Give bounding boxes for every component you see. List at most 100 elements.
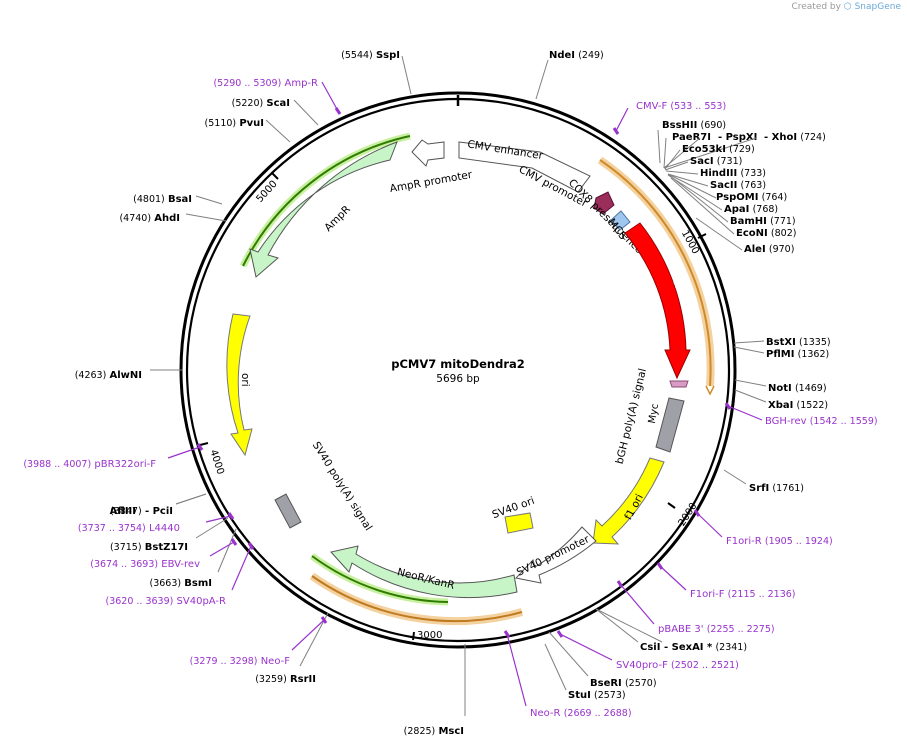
enzyme-label: (2825) MscI [404,726,464,737]
site-name: SspI [376,50,400,61]
site-pvui[interactable]: (5110) PvuI [205,118,291,143]
feature-label-bgh: bGH poly(A) signal [614,367,649,465]
site-saci[interactable]: SacI (731) [664,156,742,171]
enzyme-label: PaeR7I [672,132,711,143]
site-pbabe-3[interactable]: pBABE 3' (2255 .. 2275) [616,580,775,635]
site-name: SV40pA-R [177,596,226,607]
feature-cox8[interactable] [593,191,615,215]
site-neo-r[interactable]: Neo-R (2669 .. 2688) [503,630,632,719]
site-sspi[interactable]: (5544) SspI [341,50,412,95]
site-leader-line [733,346,765,354]
enzyme-label: SrfI (1761) [749,483,804,494]
site-rsrii[interactable]: (3259) RsrII [255,612,329,685]
orf-dendra-arrowhead [705,385,715,396]
site-scai[interactable]: (5220) ScaI [232,98,319,126]
site-neo-f[interactable]: (3279 .. 3298) Neo-F [190,616,328,667]
site-bgh-rev[interactable]: BGH-rev (1542 .. 1559) [724,402,878,427]
feature-dendra2[interactable] [624,222,691,380]
primer-site-mark [693,509,701,517]
site-hindiii[interactable]: HindIII (733) [665,168,766,179]
feature-bgh-polya[interactable] [655,397,685,453]
site-leader-line [548,631,589,677]
site-xhoi[interactable]: - XhoI (724) [663,132,826,169]
site-stui[interactable]: StuI (2573) [544,643,626,701]
site-l4440[interactable]: (3737 .. 3754) L4440 [78,512,235,534]
enzyme-label: BamHI (771) [730,216,796,227]
site-position: (2669 .. 2688) [564,708,632,719]
site-leader-line [733,340,765,344]
site-pspomi[interactable]: PspOMI (764) [667,173,787,203]
site-leader-line [668,174,729,223]
site-position: (1335) [799,337,831,348]
site-name: AleI [744,244,766,255]
feature-ampr-promoter[interactable] [411,139,445,167]
site-f1ori-r[interactable]: F1ori-R (1905 .. 1924) [693,509,833,547]
site-srfi[interactable]: SrfI (1761) [723,469,804,494]
site-noti[interactable]: NotI (1469) [734,379,827,394]
site-ahdi[interactable]: (4740) AhdI [119,213,227,224]
site-leader-line [195,517,229,539]
site-ebv-rev[interactable]: (3674 .. 3693) EBV-rev [90,538,238,570]
enzyme-label: BseRI (2570) [590,678,657,689]
site-sacii[interactable]: SacII (763) [667,173,766,191]
feature-cmv-enhancer[interactable] [458,141,591,193]
site-eco53ki[interactable]: Eco53kI (729) [664,144,755,170]
enzyme-label: (4801) BsaI [133,194,192,205]
enzyme-label: (4740) AhdI [119,213,180,224]
feature-ori[interactable] [226,313,253,457]
site-msci[interactable]: (2825) MscI [404,644,466,737]
feature-sv40-promoter[interactable] [515,526,597,584]
site-sv40pro-f[interactable]: SV40pro-F (2502 .. 2521) [556,630,739,671]
feature-ampr[interactable] [249,141,398,278]
site-cmv-f[interactable]: CMV-F (533 .. 553) [612,101,726,135]
site-pcii[interactable]: (3847) - PciI [110,493,207,517]
site-alwni[interactable]: (4263) AlwNI [75,369,182,381]
site-leader-line [659,565,687,591]
feature-f1-ori[interactable] [592,457,665,545]
site-pbr322ori-f[interactable]: (3988 .. 4007) pBR322ori-F [23,443,204,470]
site-position: (4740) [119,213,151,224]
site-leader-line [619,583,655,625]
site-bamhi[interactable]: BamHI (771) [668,174,796,227]
primer-site-mark [656,562,664,570]
feature-mcs[interactable] [610,210,631,231]
feature-sv40-ori[interactable] [504,512,534,534]
site-f1ori-f[interactable]: F1ori-F (2115 .. 2136) [656,562,796,600]
site-pflmi[interactable]: PflMI (1362) [733,346,829,360]
site-bsai[interactable]: (4801) BsaI [133,194,223,205]
site-bstz17i[interactable]: (3715) BstZ17I [110,517,229,553]
site-position: (2115 .. 2136) [728,589,796,600]
site-amp-r[interactable]: (5290 .. 5309) Amp-R [213,78,342,115]
enzyme-label: PspOMI (764) [716,192,787,203]
feature-myc[interactable] [669,380,689,388]
site-sexai[interactable]: - SexAI * (2341) [595,608,747,653]
enzyme-label: Eco53kI (729) [682,144,755,155]
site-leader-line [696,512,723,538]
site-bsshii[interactable]: BssHII (690) [657,120,726,164]
site-ndei[interactable]: NdeI (249) [535,50,604,100]
feature-sv40-polya[interactable] [274,493,302,529]
site-leader-line [727,405,763,421]
site-bseri[interactable]: BseRI (2570) [548,631,657,689]
site-bsmi[interactable]: (3663) BsmI [150,528,237,589]
site-alei[interactable]: AleI (970) [695,217,794,255]
site-paer7i[interactable]: PaeR7I [663,132,711,169]
site-name: - PciI [145,506,173,517]
feature-neor-kanr[interactable] [330,545,518,599]
primer-label: (3737 .. 3754) L4440 [78,523,180,534]
site-position: (4263) [75,370,107,381]
site-name: EBV-rev [161,559,200,570]
primer-site-mark [724,402,732,410]
site-econi[interactable]: EcoNI (802) [670,177,796,239]
feature-label-myc: Myc [647,403,661,425]
site-sv40pa-r[interactable]: (3620 .. 3639) SV40pA-R [106,542,255,607]
site-bstxi[interactable]: BstXI (1335) [733,337,831,348]
site-csii[interactable]: CsiI [595,608,660,653]
site-leader-line [195,195,223,205]
site-name: PvuI [239,118,264,129]
site-xbai[interactable]: XbaI (1522) [734,389,828,411]
site-leader-line [167,446,201,459]
primer-label: (3279 .. 3298) Neo-F [190,656,291,667]
primer-site-mark [247,542,255,550]
